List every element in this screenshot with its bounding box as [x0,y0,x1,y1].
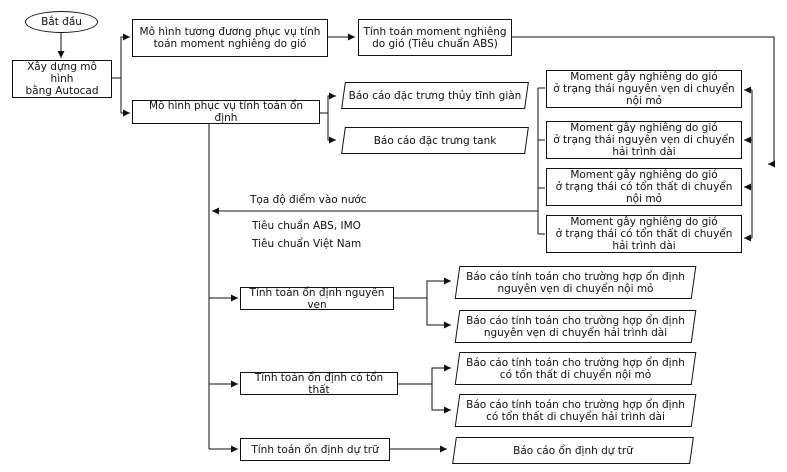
wind-moment-model-step: Mô hình tương đương phục vụ tính toán mo… [132,19,328,57]
tank-report: Báo cáo đặc trưng tank [343,127,527,154]
moment-damaged-field-box: Moment gây nghiêng do gió ở trạng thái c… [546,168,742,206]
moment-intact-field-box: Moment gây nghiêng do gió ở trạng thái n… [546,70,742,108]
intact-stability-calc-step: Tính toán ổn định nguyên vẹn [240,287,394,311]
autocad-model-step: Xây dựng mô hình bằng Autocad [12,60,112,98]
hydrostatic-report: Báo cáo đặc trưng thủy tĩnh giàn [343,82,527,109]
report-intact-field: Báo cáo tính toán cho trường hợp ổn định… [457,266,694,299]
damaged-stability-calc-step: Tính toán ổn định có tổn thất [240,372,398,396]
water-entry-point-label: Tọa độ điểm vào nước [250,194,367,206]
reserve-stability-calc-step: Tính toán ổn định dự trữ [240,438,390,461]
report-damaged-longrange: Báo cáo tính toán cho trường hợp ổn định… [457,394,694,427]
stability-model-step: Mô hình phục vụ tính toán ổn định [132,100,320,124]
moment-intact-longrange-box: Moment gây nghiêng do gió ở trạng thái n… [546,121,742,159]
report-damaged-field: Báo cáo tính toán cho trường hợp ổn định… [457,352,694,385]
report-reserve-stability: Báo cáo ổn định dự trữ [454,437,692,464]
abs-wind-moment-calc-step: Tính toán moment nghiêng do gió (Tiêu ch… [358,19,512,56]
start-node: Bắt đầu [25,11,98,33]
moment-damaged-longrange-box: Moment gây nghiêng do gió ở trạng thái c… [546,215,742,253]
report-intact-longrange: Báo cáo tính toán cho trường hợp ổn định… [457,310,694,343]
vietnam-standard-label: Tiêu chuẩn Việt Nam [252,238,362,250]
abs-imo-standard-label: Tiêu chuẩn ABS, IMO [252,220,361,232]
